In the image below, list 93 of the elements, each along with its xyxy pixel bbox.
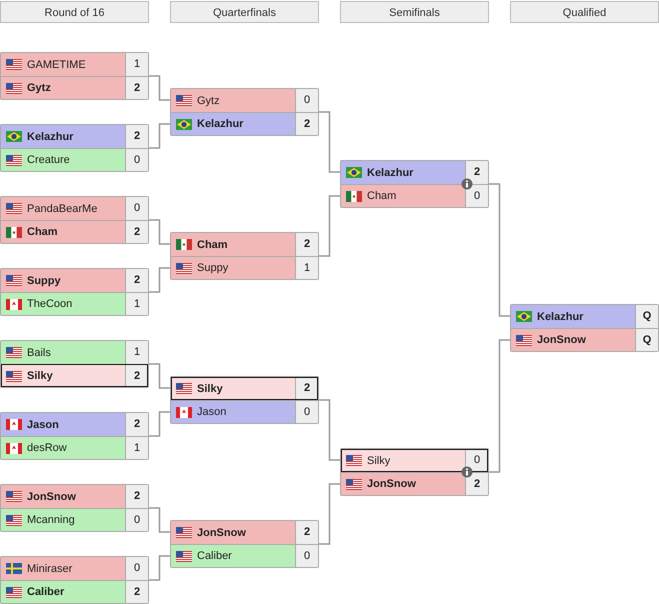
score-cell: 2 xyxy=(295,233,318,256)
bracket-connector xyxy=(149,411,170,437)
match-box xyxy=(0,556,149,604)
round-header: Round of 16 xyxy=(0,1,149,23)
score-cell: 1 xyxy=(125,293,148,315)
player-name: Kelazhur xyxy=(537,310,584,322)
match-box xyxy=(170,520,319,568)
player-name: Suppy xyxy=(27,274,62,286)
match-box xyxy=(0,484,149,532)
player-name: desRow xyxy=(27,442,68,454)
player-name: Silky xyxy=(197,382,224,394)
player-name: Cham xyxy=(27,226,59,238)
round-header: Qualified xyxy=(510,1,659,23)
score-cell: 2 xyxy=(295,521,318,544)
player-name: PandaBearMe xyxy=(27,202,98,214)
bracket-connector xyxy=(489,183,510,317)
player-name: Jason xyxy=(197,406,228,418)
match-box xyxy=(0,196,149,244)
round-header: Quarterfinals xyxy=(170,1,319,23)
player-name: Creature xyxy=(27,154,71,166)
match-box xyxy=(340,160,489,208)
player-name: GAMETIME xyxy=(27,58,87,70)
score-cell: 0 xyxy=(125,149,148,171)
player-name: JonSnow xyxy=(27,490,77,502)
bracket-connector xyxy=(319,111,340,173)
bracket-connector xyxy=(319,483,340,545)
player-name: Silky xyxy=(367,454,392,466)
player-name: TheCoon xyxy=(27,298,74,310)
score-cell: 1 xyxy=(125,53,148,76)
player-name: Cham xyxy=(367,190,398,202)
bracket-connector xyxy=(149,507,170,533)
score-cell: 1 xyxy=(295,257,318,279)
round-header: Semifinals xyxy=(340,1,489,23)
player-name: Kelazhur xyxy=(367,166,414,178)
player-name: Caliber xyxy=(27,586,66,598)
player-name: JonSnow xyxy=(537,334,587,346)
score-cell: 2 xyxy=(465,473,488,495)
score-cell: Q xyxy=(635,329,658,351)
player-name: Suppy xyxy=(197,262,230,274)
score-cell: Q xyxy=(635,305,658,328)
score-cell: 0 xyxy=(295,401,318,423)
score-cell: 2 xyxy=(125,413,148,436)
player-name: Kelazhur xyxy=(197,118,244,130)
player-name: Gytz xyxy=(197,94,221,106)
bracket-connector xyxy=(149,267,170,293)
score-cell: 0 xyxy=(125,509,148,531)
match-box xyxy=(0,340,149,388)
score-cell: 0 xyxy=(125,197,148,220)
score-cell: 2 xyxy=(125,365,148,387)
score-cell: 0 xyxy=(125,557,148,580)
score-cell: 2 xyxy=(125,77,148,99)
match-box xyxy=(0,52,149,100)
match-box xyxy=(170,376,319,424)
score-cell: 2 xyxy=(125,581,148,603)
bracket-connector xyxy=(489,339,510,473)
player-name: Cham xyxy=(197,238,229,250)
player-name: Mcanning xyxy=(27,514,76,526)
bracket-connector xyxy=(149,363,170,389)
player-name: Miniraser xyxy=(27,562,74,574)
match-box xyxy=(0,124,149,172)
bracket-connector xyxy=(149,123,170,149)
player-name: Bails xyxy=(27,346,52,358)
player-name: Silky xyxy=(27,370,54,382)
score-cell: 0 xyxy=(465,185,488,207)
match-box xyxy=(0,412,149,460)
score-cell: 0 xyxy=(295,545,318,567)
score-cell: 0 xyxy=(295,89,318,112)
bracket-connector xyxy=(319,399,340,461)
match-box xyxy=(0,268,149,316)
bracket-connector xyxy=(149,219,170,245)
bracket-connector xyxy=(149,75,170,101)
score-cell: 0 xyxy=(465,449,488,472)
match-box xyxy=(170,88,319,136)
player-name: JonSnow xyxy=(367,478,417,490)
bracket-connector xyxy=(319,195,340,257)
bracket-connector xyxy=(149,555,170,581)
score-cell: 2 xyxy=(125,221,148,243)
score-cell: 2 xyxy=(295,377,318,400)
score-cell: 2 xyxy=(465,161,488,184)
score-cell: 2 xyxy=(295,113,318,135)
player-name: Kelazhur xyxy=(27,130,74,142)
score-cell: 2 xyxy=(125,269,148,292)
match-box xyxy=(510,304,659,352)
player-name: Gytz xyxy=(27,82,52,94)
match-box xyxy=(340,448,489,496)
score-cell: 2 xyxy=(125,125,148,148)
player-name: Jason xyxy=(27,418,60,430)
player-name: Caliber xyxy=(197,550,233,562)
player-name: JonSnow xyxy=(197,526,247,538)
score-cell: 1 xyxy=(125,341,148,364)
match-box xyxy=(170,232,319,280)
score-cell: 1 xyxy=(125,437,148,459)
score-cell: 2 xyxy=(125,485,148,508)
